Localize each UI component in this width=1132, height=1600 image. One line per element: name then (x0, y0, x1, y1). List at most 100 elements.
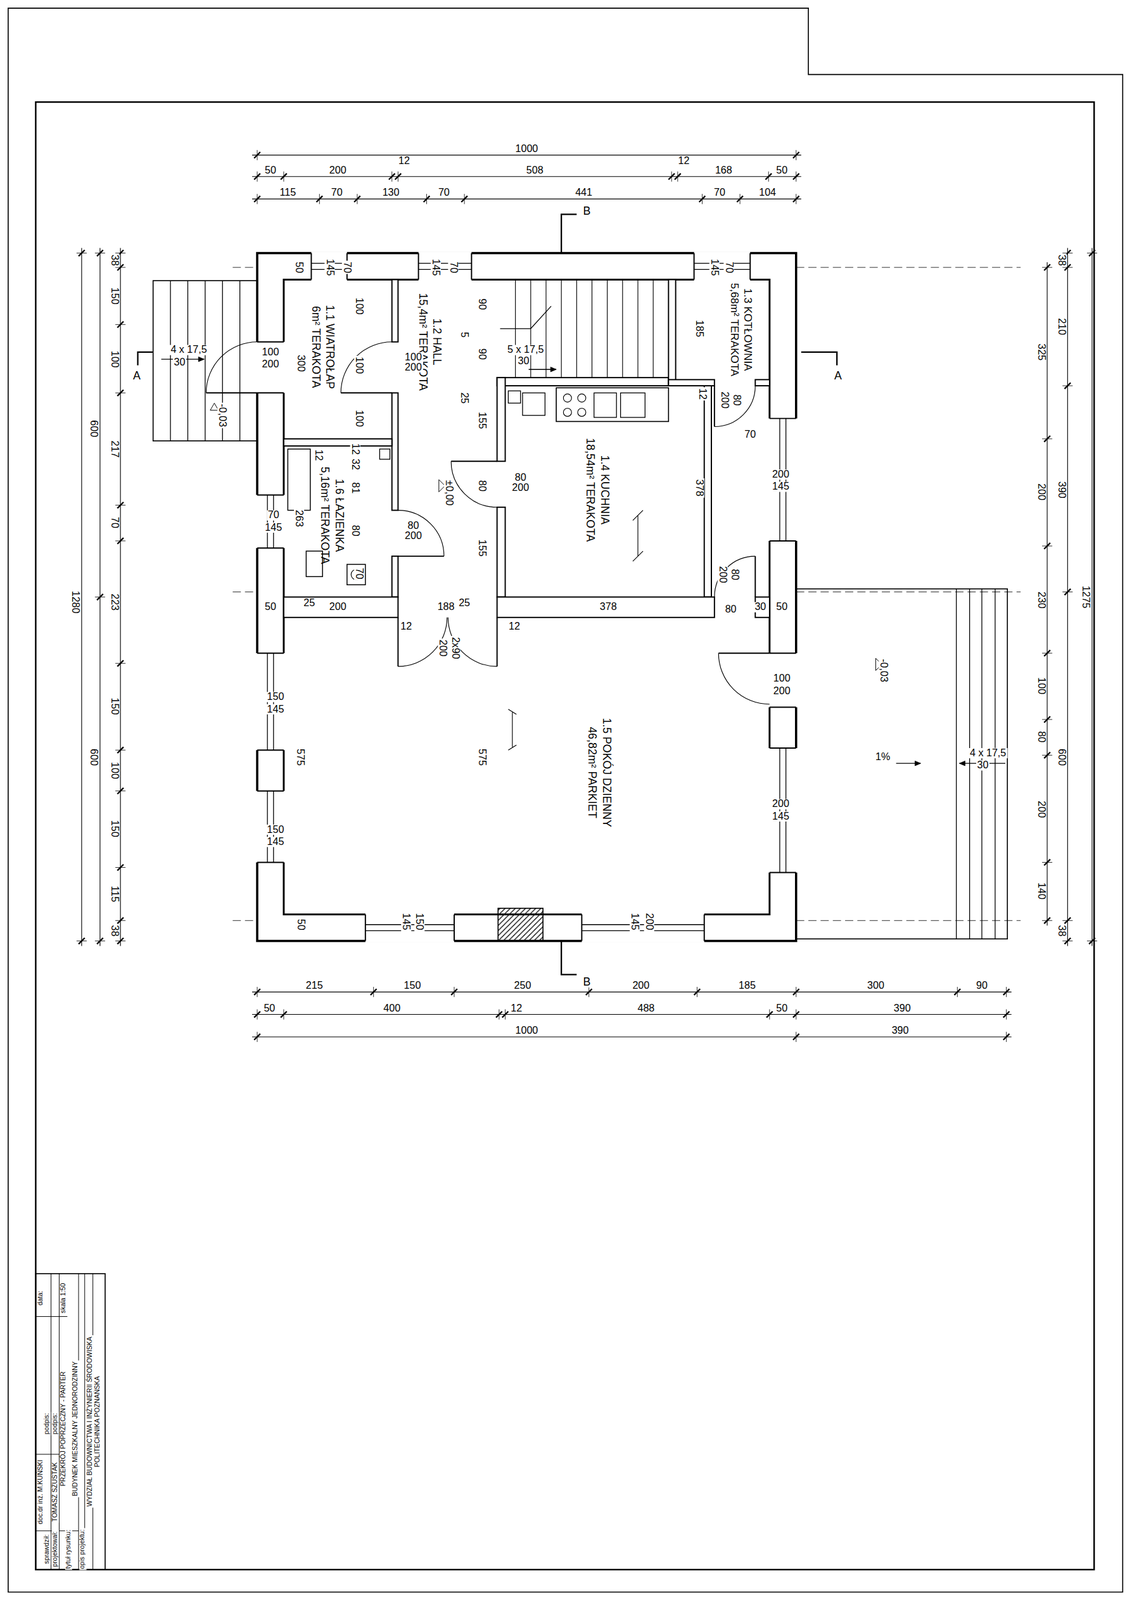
door-leaf (205, 392, 258, 394)
door-swing (451, 461, 498, 508)
dimension-tick (254, 1033, 261, 1041)
door-leaf (718, 652, 770, 654)
dimension-label: 1000 (514, 143, 540, 154)
dimension-label: 150 (108, 286, 120, 306)
dimension-tick (117, 788, 124, 795)
dimension-label: 150 (108, 819, 120, 839)
dimension-label: 200 (437, 638, 448, 658)
dimension-label: 100 (354, 356, 365, 376)
dimension-label: 115 (278, 187, 298, 198)
dimension-label: 12 (313, 448, 324, 462)
exterior-wall-inner (283, 279, 770, 915)
dimension-line (252, 1036, 1012, 1037)
wall-opening (694, 251, 751, 282)
dimension-label: 400 (382, 1003, 402, 1014)
dimension-label: 155 (476, 538, 487, 558)
dimension-label: 2x90 (450, 635, 461, 661)
dimension-label: 488 (636, 1003, 656, 1014)
dimension-label: 50 (775, 165, 789, 176)
title-block-text: TOMASZ SZUSTAK (51, 1461, 59, 1523)
room-area-finish: 6m² TERAKOTA (308, 304, 323, 389)
dimension-label: 50 (775, 602, 789, 613)
dimension-label: 38 (1056, 253, 1067, 267)
interior-wall (497, 597, 715, 618)
window-glass (266, 494, 268, 548)
dimension-label: 70 (354, 566, 365, 581)
door-swing (714, 385, 756, 427)
opening-jamb (257, 547, 284, 549)
room-area-finish: 18,54m² TERAKOTA (582, 437, 597, 542)
entrance-step (187, 280, 189, 441)
dimension-label: 145 (629, 912, 640, 932)
room-name: 1.3 KOTŁOWNIA (741, 283, 755, 377)
opening-jamb (769, 872, 797, 874)
hob-ring (577, 394, 586, 403)
dimension-label: 80 (729, 568, 740, 582)
dimension-label: 390 (1056, 480, 1067, 500)
dimension-label: 145 (266, 836, 286, 847)
stair-step (653, 279, 654, 378)
wall-opening (581, 912, 704, 943)
dimension-label: 12 (350, 442, 361, 456)
dimension-label: 70 (108, 515, 120, 529)
dimension-line (252, 198, 802, 200)
dimension-label: 90 (476, 347, 487, 362)
dimension-label: 30 (976, 760, 990, 771)
terrace-step (955, 589, 957, 940)
opening-jamb (257, 790, 284, 792)
dimension-tick (78, 938, 85, 945)
wall-opening (255, 653, 286, 751)
dimension-label: 150 (266, 691, 286, 702)
dimension-label: 100 (403, 352, 423, 363)
dimension-tick (117, 864, 124, 872)
stair-step (545, 279, 547, 378)
dimension-label: 215 (304, 980, 324, 991)
dimension-label: 378 (598, 602, 618, 613)
dimension-tick (280, 1011, 287, 1018)
title-block-text: skala 1:50 (60, 1282, 67, 1315)
dimension-tick (1003, 988, 1010, 996)
dimension-label: 70 (712, 187, 726, 198)
axis-line (232, 920, 258, 922)
bathtub (287, 449, 310, 511)
dimension-label: 200 (403, 530, 423, 541)
dimension-label: 100 (108, 349, 120, 369)
room-area-finish: 5,68m² TERAKOTA (727, 283, 742, 377)
dimension-tick (1088, 250, 1096, 257)
title-block-text: POLITECHNIKA POZNAŃSKA (94, 1375, 101, 1469)
interior-wall (755, 379, 770, 386)
dimension-label: 80 (406, 520, 420, 531)
dimension-label: 185 (694, 319, 705, 339)
room-area: 1.3 KOTŁOWNIA5,68m² TERAKOTA (675, 279, 770, 380)
wall-opening (767, 748, 798, 873)
dimension-tick (451, 988, 458, 996)
dimension-tick (78, 250, 85, 257)
dimension-label: 210 (1056, 317, 1067, 337)
opening-jamb (470, 253, 472, 280)
window-glass (694, 269, 751, 270)
dimension-label: 200 (771, 799, 791, 810)
dimension-label: 168 (713, 165, 733, 176)
dimension-label: 140 (1035, 881, 1046, 901)
dimension-tick (793, 988, 800, 996)
dimension-label: 145 (324, 257, 335, 277)
dimension-tick (423, 195, 431, 203)
interior-wall (392, 392, 399, 510)
section-mark (561, 214, 577, 253)
wall-opening (418, 251, 472, 282)
dimension-label: 12 (399, 621, 414, 632)
dimension-label: 12 (507, 621, 521, 632)
wall-opening (255, 342, 286, 394)
dimension-label: 200 (644, 912, 655, 932)
opening-jamb (364, 914, 367, 942)
dimension-label: 200 (328, 165, 348, 176)
dimension-line (252, 992, 1012, 993)
dimension-tick (793, 195, 800, 203)
dimension-label: 145 (709, 257, 720, 277)
dimension-label: 70 (266, 510, 280, 521)
room-area-finish: 46,82m² PARKIET (585, 717, 600, 827)
window-glass (694, 262, 751, 264)
dimension-label: 38 (108, 924, 120, 938)
door-leaf (397, 555, 445, 557)
dimension-tick (1064, 589, 1071, 596)
